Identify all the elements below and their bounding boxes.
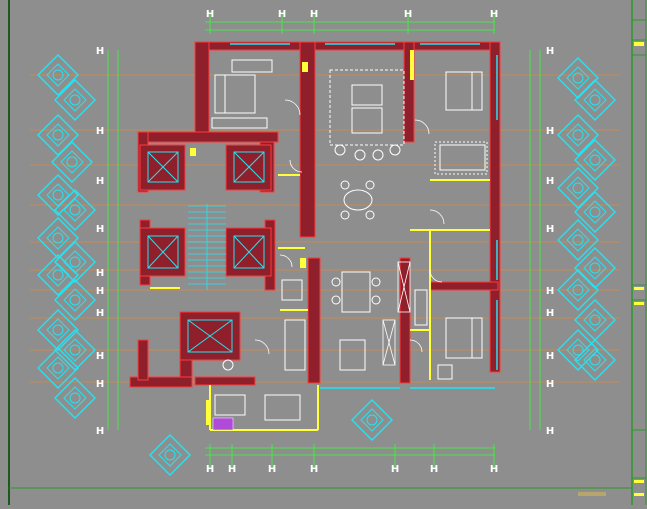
grid-marker-tag: H: [490, 9, 498, 20]
diamond-hatch: [54, 279, 96, 321]
diamond-hatch: [557, 57, 599, 99]
grid-marker-tag: H: [546, 379, 554, 390]
grid-marker-tag: H: [430, 464, 438, 475]
grid-marker-tag: H: [206, 9, 214, 20]
diamond-hatch: [574, 339, 616, 381]
diamond-hatch: [574, 139, 616, 181]
grid-marker-tag: H: [404, 9, 412, 20]
grid-marker-tag: H: [310, 9, 318, 20]
braced-openings: [382, 261, 411, 366]
grid-markers: H H H H H H H H H H H H H H H H H H H H H H H H H H H H H H H: [96, 9, 554, 475]
orange-axis-lines: [30, 74, 620, 383]
grid-marker-tag: H: [96, 351, 104, 362]
diamond-hatch: [557, 269, 599, 311]
grid-marker-tag: H: [96, 46, 104, 57]
grid-marker-tag: H: [546, 176, 554, 187]
diamond-hatch: [351, 399, 393, 441]
grid-marker-tag: H: [96, 426, 104, 437]
diamond-hatch: [574, 79, 616, 121]
grid-marker-tag: H: [96, 379, 104, 390]
diamond-hatch: [37, 254, 79, 296]
diamond-hatch: [54, 241, 96, 283]
elevator-cores: [139, 144, 272, 361]
grid-marker-tag: H: [391, 464, 399, 475]
grid-marker-tag: H: [96, 268, 104, 279]
grid-marker-tag: H: [546, 308, 554, 319]
diamond-hatch: [54, 377, 96, 419]
drawing-frame: [8, 0, 647, 505]
grid-marker-tag: H: [278, 9, 286, 20]
door-swings: [254, 99, 445, 355]
diamond-hatch: [574, 191, 616, 233]
diamond-hatch: [37, 114, 79, 156]
diamond-hatch: [54, 79, 96, 121]
grid-marker-tag: H: [546, 126, 554, 137]
grid-marker-tag: H: [490, 464, 498, 475]
grid-marker-tag: H: [206, 464, 214, 475]
diamond-hatch: [574, 299, 616, 341]
grid-marker-tag: H: [96, 176, 104, 187]
diamond-hatch: [54, 189, 96, 231]
grid-marker-tag: H: [310, 464, 318, 475]
diamond-hatch: [37, 309, 79, 351]
grid-marker-tag: H: [268, 464, 276, 475]
diamond-hatch: [54, 329, 96, 371]
floor-plan: [129, 41, 501, 431]
diamond-hatch: [37, 174, 79, 216]
grid-marker-tag: H: [228, 464, 236, 475]
grid-marker-tag: H: [96, 308, 104, 319]
diamond-hatch: [149, 434, 191, 476]
stair: [188, 204, 226, 290]
purple-accent: [212, 417, 234, 431]
exterior-walls: [129, 41, 501, 388]
diamond-hatch: [574, 247, 616, 289]
grid-marker-tag: H: [546, 286, 554, 297]
diamond-hatch: [37, 347, 79, 389]
diamond-hatch: [557, 167, 599, 209]
diamond-hatch: [557, 219, 599, 261]
grid-marker-tag: H: [96, 126, 104, 137]
diamond-hatch: [557, 114, 599, 156]
grid-marker-tag: H: [546, 46, 554, 57]
yellow-details: [190, 50, 414, 425]
furniture: [211, 59, 488, 421]
diamond-hatch: [51, 141, 93, 183]
diamond-hatch: [37, 217, 79, 259]
grid-marker-tag: H: [96, 224, 104, 235]
grid-marker-tag: H: [546, 224, 554, 235]
windows: [230, 43, 498, 389]
diamond-hatch: [37, 54, 79, 96]
diamond-hatches: [37, 54, 616, 476]
grid-marker-tag: H: [96, 286, 104, 297]
grid-marker-tag: H: [546, 426, 554, 437]
grid-marker-tag: H: [546, 351, 554, 362]
dimension-lines: [107, 14, 541, 470]
